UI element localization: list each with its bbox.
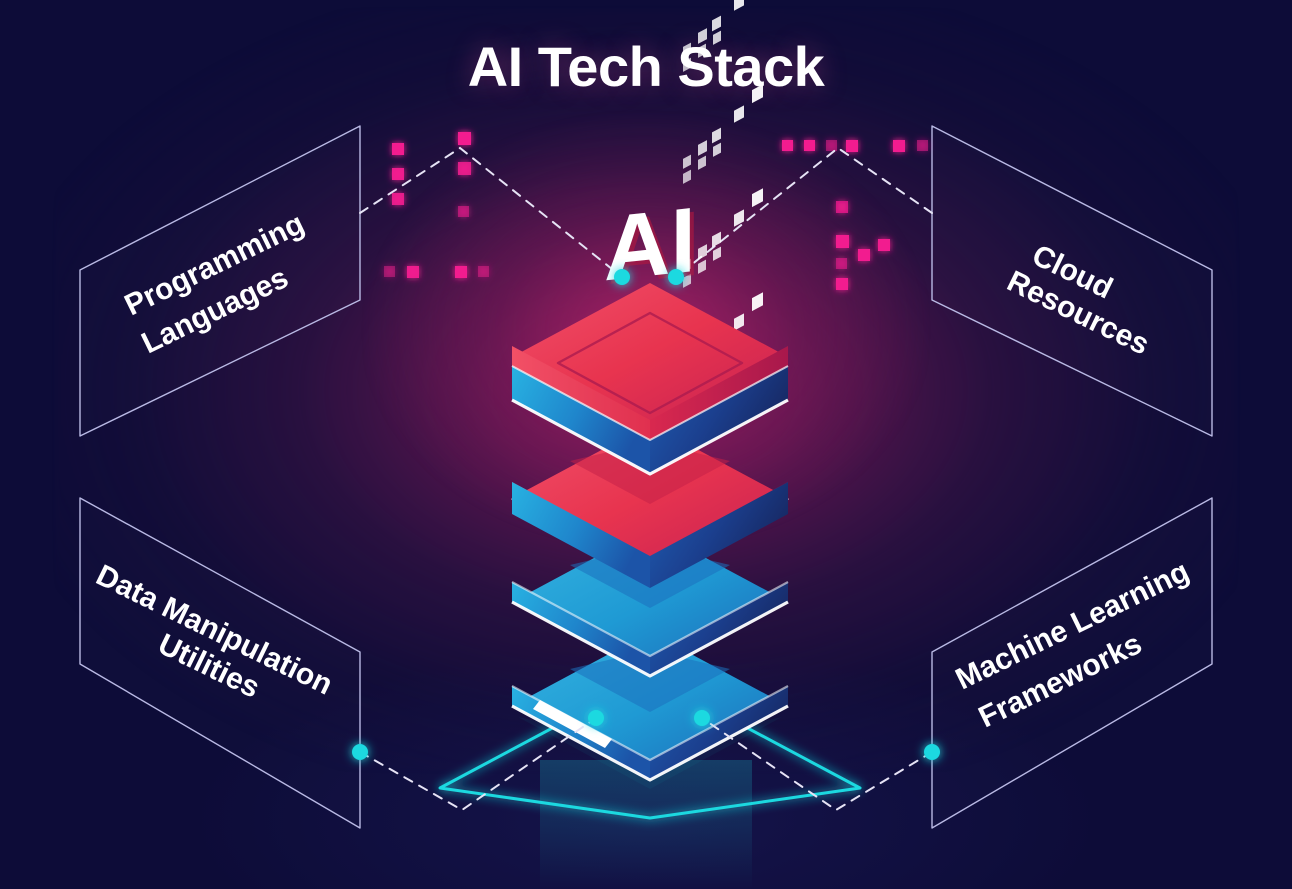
panel-data-manipulation-utilities[interactable]: Data Manipulation Utilities <box>79 497 361 829</box>
led-indicators-layer-1 <box>683 0 744 72</box>
connector-dot-panel-left <box>352 744 368 760</box>
connector-dot-top-left <box>614 269 630 285</box>
led-indicators-layer-3 <box>683 188 763 288</box>
pink-decor-square <box>893 140 905 152</box>
pink-decor-square <box>458 132 471 145</box>
bottom-connector-dots <box>352 710 940 760</box>
led-indicators-layer-2 <box>683 84 763 184</box>
pink-decor-square <box>836 258 847 269</box>
connector-dot-panel-right <box>924 744 940 760</box>
connector-cloud-resources <box>675 146 933 278</box>
pink-decor-square <box>846 140 858 152</box>
pink-decor-square <box>384 266 395 277</box>
pink-decor-square <box>478 266 489 277</box>
pink-decor-square <box>392 193 404 205</box>
connector-data-manipulation-utilities <box>359 717 597 812</box>
base-glow-shaft <box>540 760 752 889</box>
pink-decor-square <box>836 201 848 213</box>
connector-dot-bottom-right <box>694 710 710 726</box>
pink-decor-square <box>878 239 890 251</box>
pink-decor-square <box>455 266 467 278</box>
pink-decor-square <box>782 140 793 151</box>
pink-decor-square <box>392 168 404 180</box>
connector-dot-bottom-left <box>588 710 604 726</box>
status-bar-indicator <box>533 700 612 748</box>
pink-decor-square <box>858 249 870 261</box>
pink-decor-square <box>826 140 837 151</box>
pink-decor-square <box>836 278 848 290</box>
pink-decor-square <box>836 235 849 248</box>
svg-text:AI: AI <box>608 191 700 304</box>
pink-decor-square <box>392 143 404 155</box>
stack-layer-2-body <box>512 482 788 588</box>
connector-programming-languages <box>359 146 623 278</box>
panel-machine-learning-frameworks[interactable]: Machine Learning Frameworks <box>931 497 1213 829</box>
stack-layer-1[interactable] <box>511 0 789 476</box>
stack-layer-4[interactable] <box>511 292 789 782</box>
ai-logo: AI AI <box>604 187 700 304</box>
panel-programming-languages[interactable]: Programming Languages <box>79 125 361 437</box>
pink-decor-right <box>782 140 928 290</box>
pink-decor-square <box>458 162 471 175</box>
page-title: AI Tech Stack <box>467 35 825 98</box>
pink-decor-left <box>384 132 489 278</box>
pink-decor-square <box>917 140 928 151</box>
connector-dot-top-right <box>668 269 684 285</box>
base-ring <box>438 674 862 820</box>
connector-machine-learning-frameworks <box>701 717 933 812</box>
top-connector-dots <box>614 269 684 285</box>
pink-decor-square <box>804 140 815 151</box>
pink-decor-square <box>407 266 419 278</box>
panel-cloud-resources[interactable]: Cloud Resources <box>931 125 1213 437</box>
top-face-inset <box>556 311 744 415</box>
pink-decor-square <box>458 206 469 217</box>
